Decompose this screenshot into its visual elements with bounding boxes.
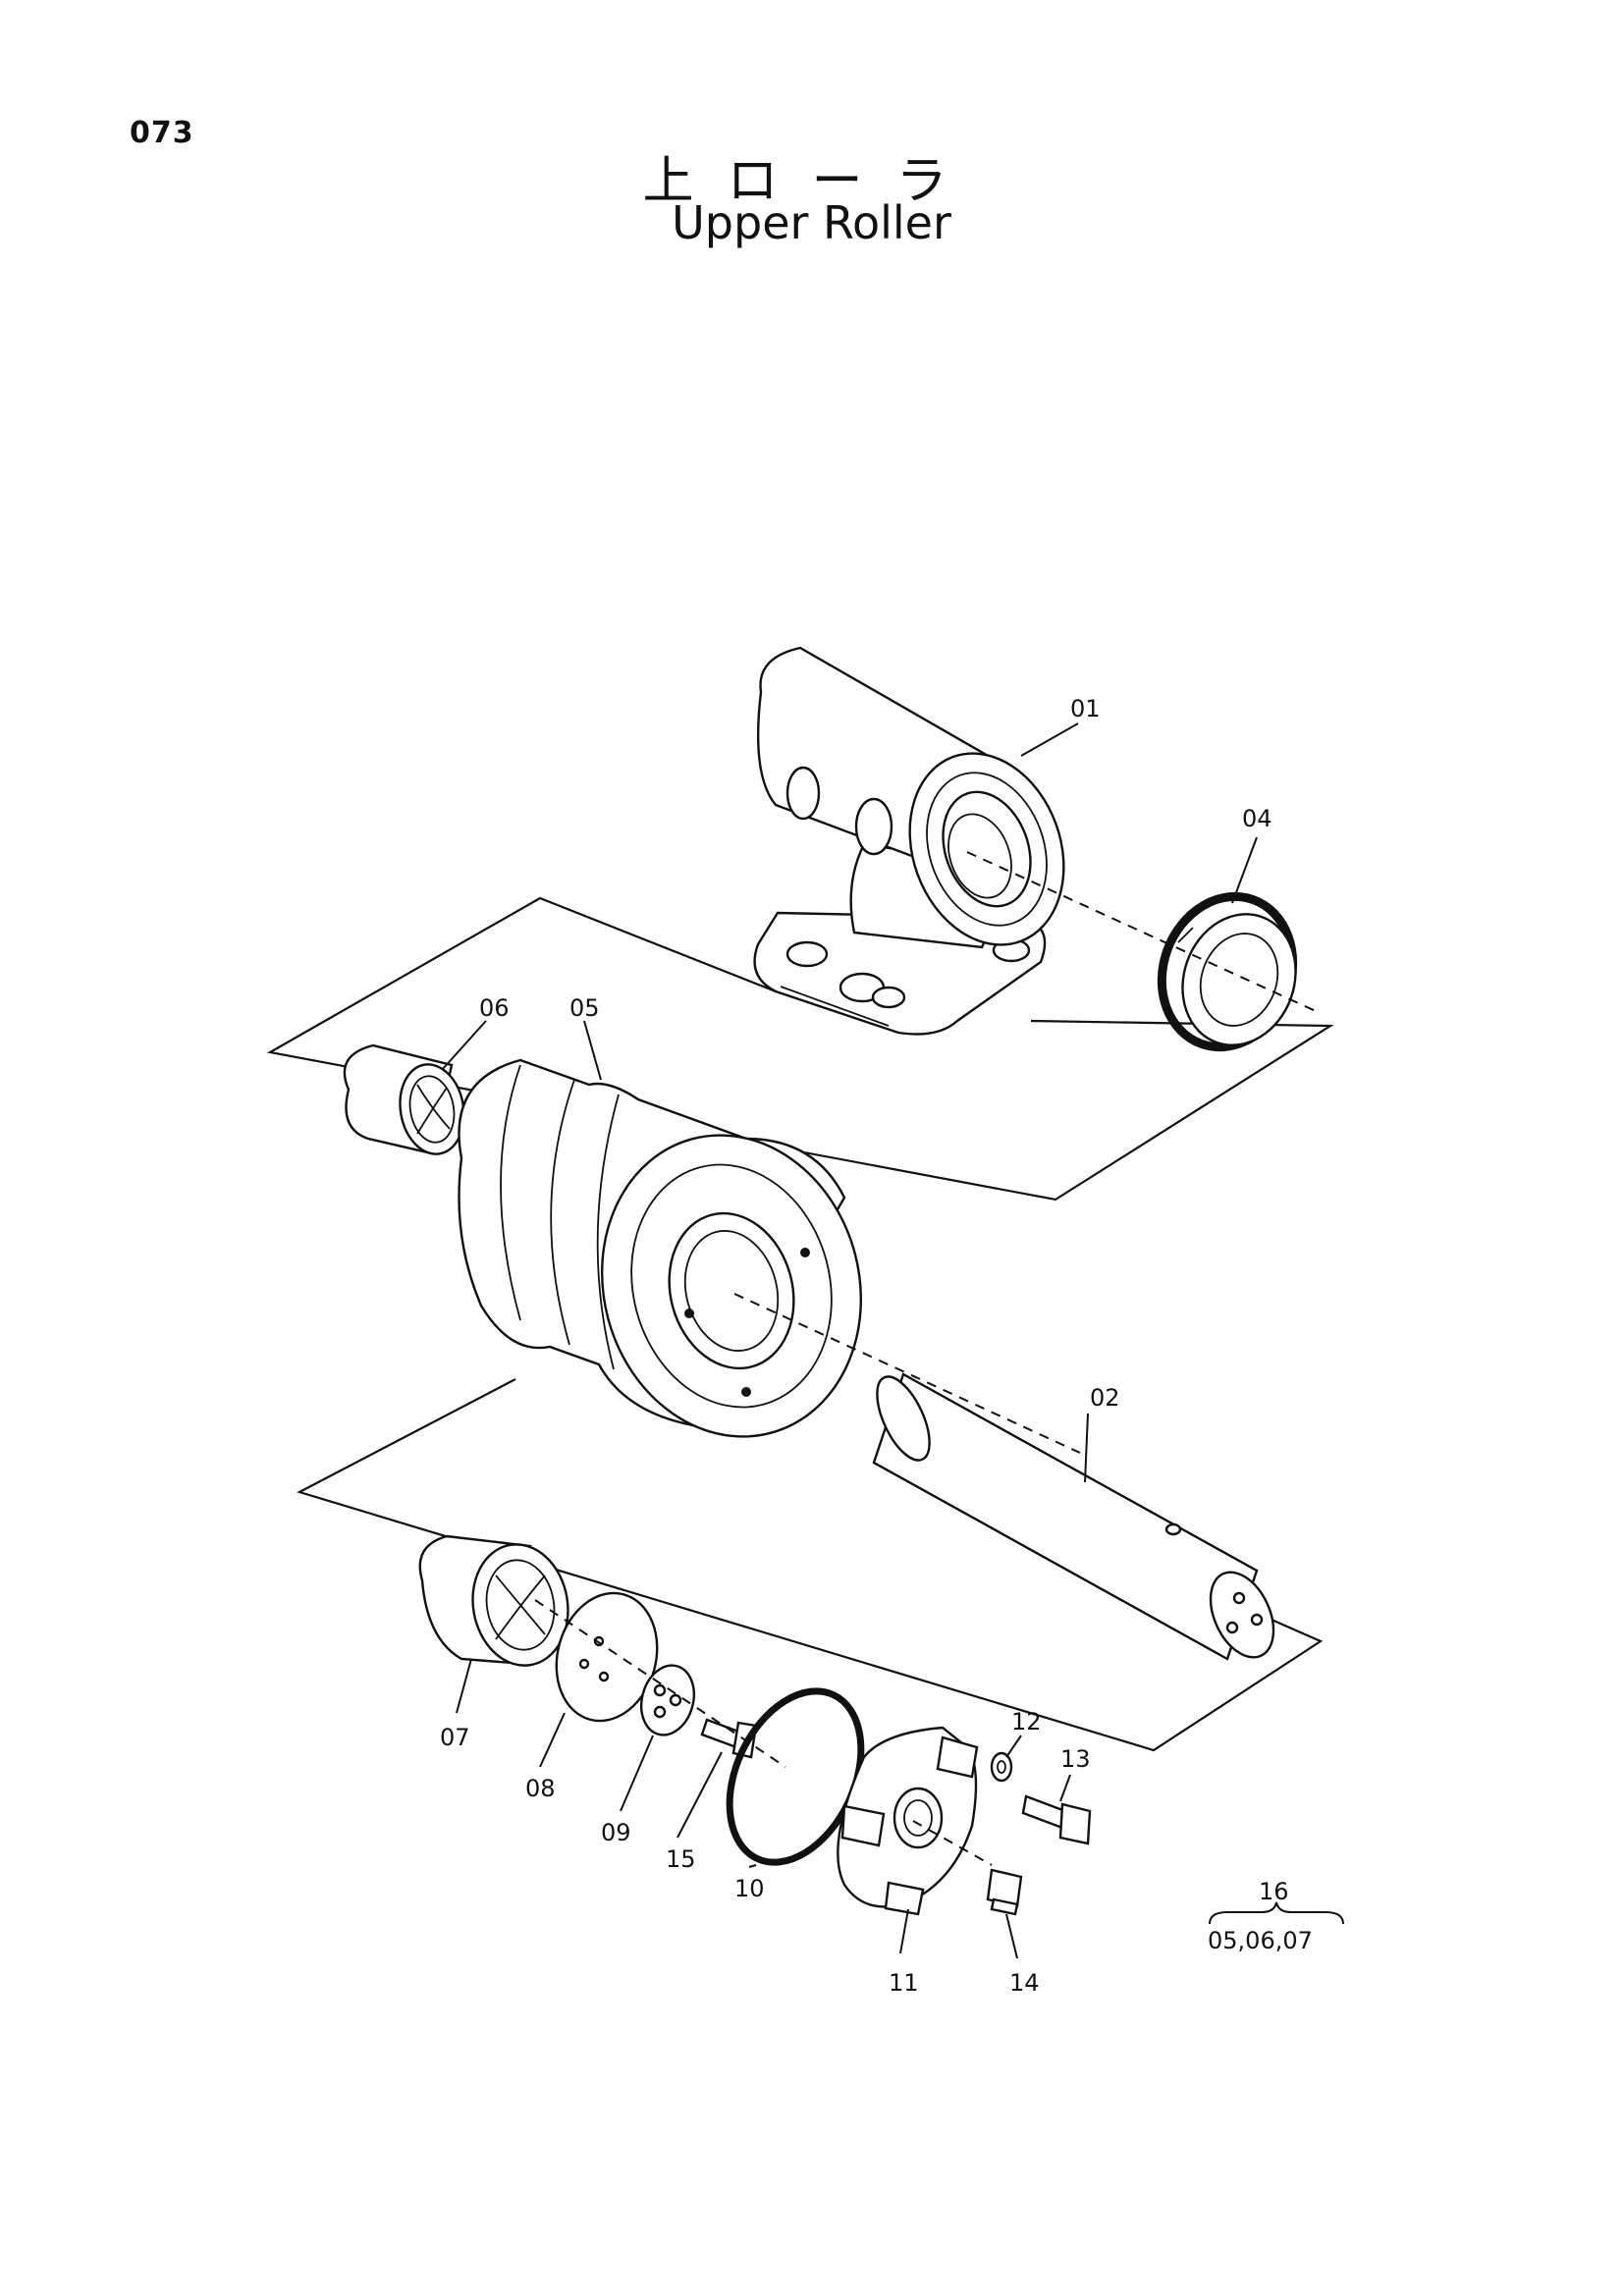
part-13-bolt[interactable] (1021, 1794, 1092, 1845)
part-07-bushing[interactable] (418, 1534, 577, 1673)
callout-04: 04 (1242, 805, 1272, 832)
title-japanese: 上ローラ (642, 152, 981, 211)
callout-05: 05 (569, 994, 600, 1022)
kit-16-label: 16 (1259, 1878, 1289, 1905)
part-01-bracket[interactable] (753, 646, 1090, 1036)
callout-08: 08 (525, 1775, 556, 1802)
callout-01: 01 (1070, 695, 1101, 722)
part-08-thrust-plate[interactable] (543, 1581, 672, 1732)
callout-13: 13 (1060, 1745, 1091, 1773)
callout-11: 11 (889, 1969, 919, 1997)
part-09-plate[interactable] (634, 1659, 702, 1740)
callouts: 01 02 04 05 06 07 08 09 10 11 12 13 14 1… (440, 695, 1272, 1997)
title-english: Upper Roller (672, 196, 951, 249)
lower-assembly-frame (297, 1378, 1324, 1752)
part-02-shaft[interactable] (866, 1369, 1285, 1668)
part-14-plug[interactable] (986, 1868, 1023, 1916)
kit-16-contents: 05,06,07 (1208, 1927, 1313, 1954)
callout-10: 10 (734, 1875, 765, 1902)
part-06-bushing[interactable] (343, 1043, 471, 1159)
part-05-roller[interactable] (458, 1058, 894, 1466)
callout-15: 15 (666, 1845, 696, 1873)
page-number: 073 (130, 116, 194, 150)
callout-02: 02 (1090, 1384, 1120, 1412)
callout-06: 06 (479, 994, 510, 1022)
callout-12: 12 (1011, 1708, 1042, 1735)
kit-16-brace (1209, 1901, 1344, 1925)
callout-07: 07 (440, 1724, 470, 1751)
part-11-cover[interactable] (837, 1726, 979, 1916)
kit-16-group: 16 05,06,07 (1208, 1878, 1344, 1954)
leader-lines (441, 722, 1317, 1959)
callout-14: 14 (1009, 1969, 1040, 1997)
part-12-washer[interactable] (990, 1751, 1013, 1783)
callout-09: 09 (601, 1819, 631, 1846)
